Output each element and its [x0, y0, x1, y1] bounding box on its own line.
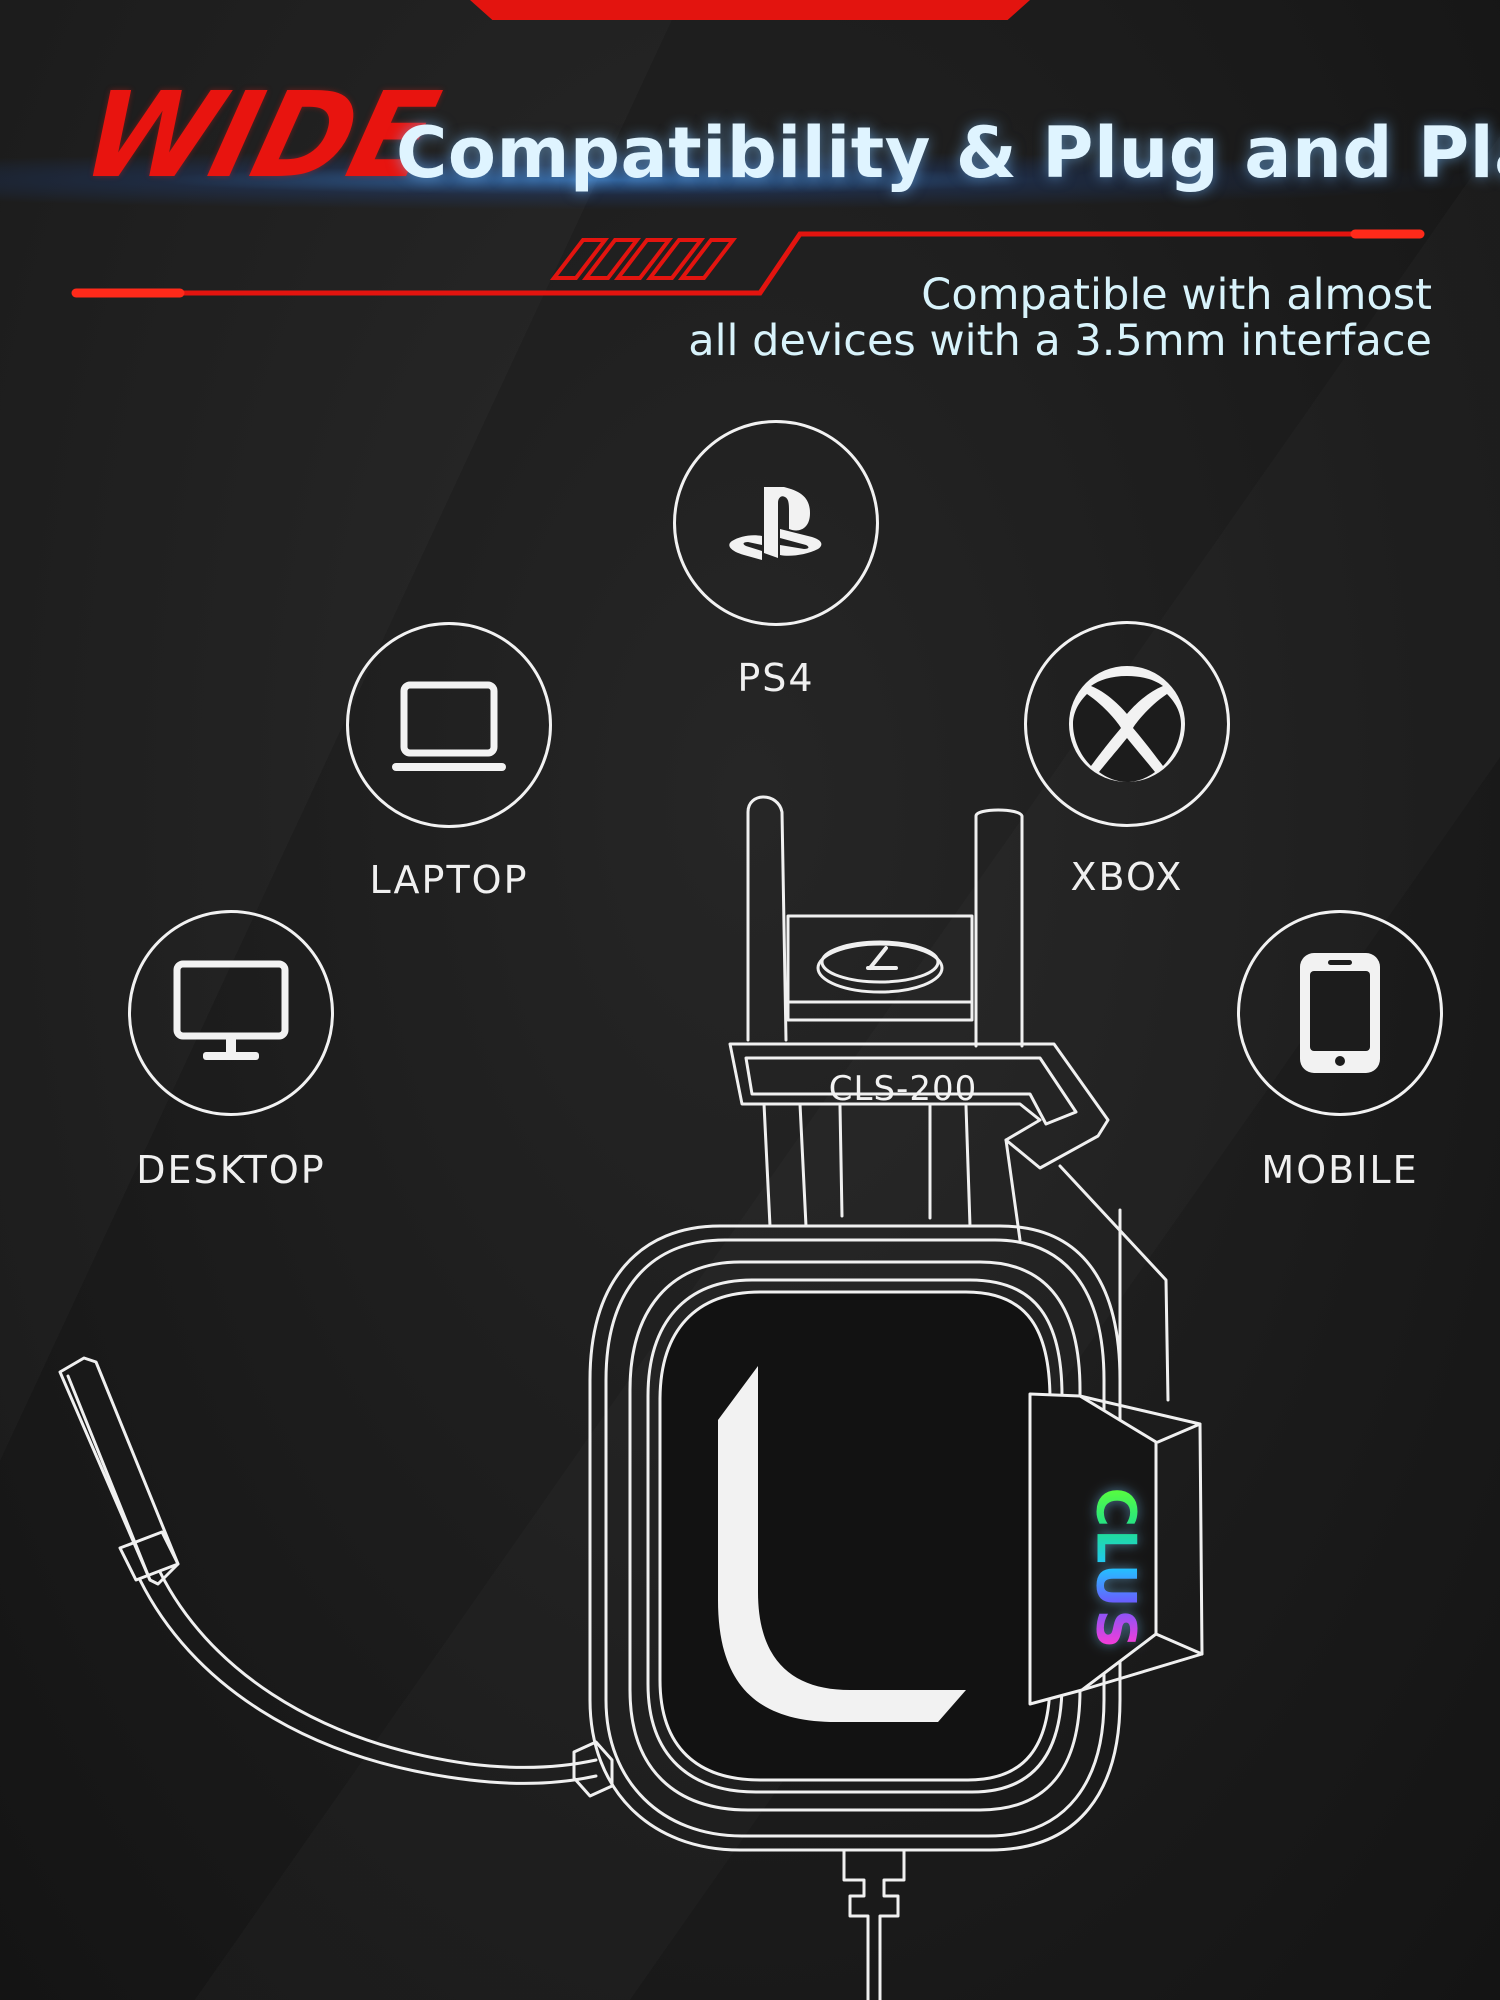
device-ring — [1024, 621, 1230, 827]
device-desktop: DESKTOP — [124, 910, 338, 1192]
rgb-brand-logo: CLUSI — [1084, 1487, 1148, 1673]
subtitle-line-1: Compatible with almost — [921, 270, 1432, 320]
device-label: PS4 — [737, 656, 815, 700]
device-ps4: PS4 — [669, 420, 883, 700]
device-label: XBOX — [1070, 855, 1184, 899]
header-accent-lines — [71, 229, 1425, 298]
page-subtitle: Compatible with almost all devices with … — [688, 272, 1432, 364]
model-label: CLS-200 — [828, 1069, 978, 1109]
top-red-tab — [470, 0, 1030, 20]
page-title: Compatibility & Plug and Play — [396, 112, 1500, 194]
header-blue-glow — [0, 150, 1500, 210]
desktop-icon — [173, 960, 289, 1060]
wide-title: WIDE — [69, 66, 449, 204]
mobile-icon — [1300, 953, 1380, 1073]
playstation-icon — [729, 487, 822, 560]
device-label: LAPTOP — [369, 858, 529, 902]
laptop-icon — [392, 681, 506, 771]
xbox-icon — [1069, 666, 1185, 782]
device-label: MOBILE — [1261, 1148, 1419, 1192]
device-ring — [1237, 910, 1443, 1116]
device-ring — [673, 420, 879, 626]
device-laptop: LAPTOP — [342, 622, 556, 902]
subtitle-line-2: all devices with a 3.5mm interface — [688, 316, 1432, 366]
device-ring — [346, 622, 552, 828]
headset-illustration — [58, 795, 1204, 2000]
device-xbox: XBOX — [1020, 621, 1234, 899]
device-label: DESKTOP — [136, 1148, 326, 1192]
device-mobile: MOBILE — [1233, 910, 1447, 1192]
device-ring — [128, 910, 334, 1116]
